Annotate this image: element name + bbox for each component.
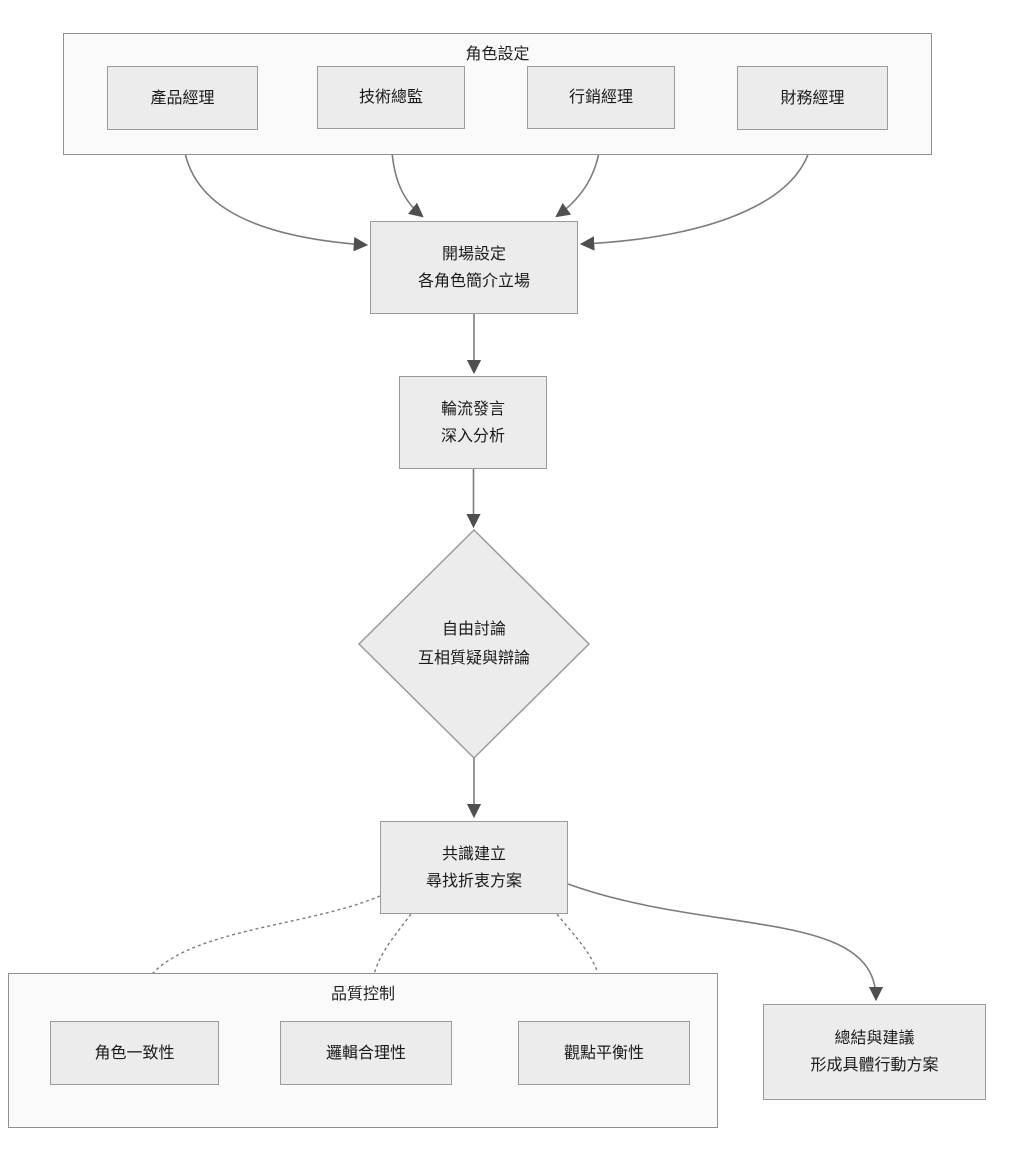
node-free-discussion: 自由討論 互相質疑與辯論 — [417, 621, 530, 667]
node-opening: 開場設定 各角色簡介立場 — [370, 221, 578, 314]
node-turn-speaking: 輪流發言 深入分析 — [399, 376, 547, 469]
node-viewpoint-balance: 觀點平衡性 — [518, 1021, 690, 1085]
edge-consensus-to-summary — [567, 883, 884, 1002]
node-role-consistency: 角色一致性 — [50, 1021, 219, 1085]
edge-finance-to-opening — [579, 129, 814, 251]
node-product-manager: 產品經理 — [107, 66, 258, 130]
roles-container-title: 角色設定 — [465, 46, 530, 63]
node-logic-rationality: 邏輯合理性 — [280, 1021, 452, 1085]
free-discussion-diamond-shape — [357, 528, 591, 760]
edge-consensus-to-viewpoint — [556, 913, 611, 1018]
quality-container-title: 品質控制 — [330, 986, 395, 1003]
node-summary: 總結與建議 形成具體行動方案 — [763, 1004, 986, 1100]
node-tech-director: 技術總監 — [317, 66, 465, 129]
node-marketing-manager: 行銷經理 — [527, 66, 675, 129]
node-consensus: 共識建立 尋找折衷方案 — [380, 821, 568, 914]
node-finance-manager: 財務經理 — [737, 66, 888, 130]
